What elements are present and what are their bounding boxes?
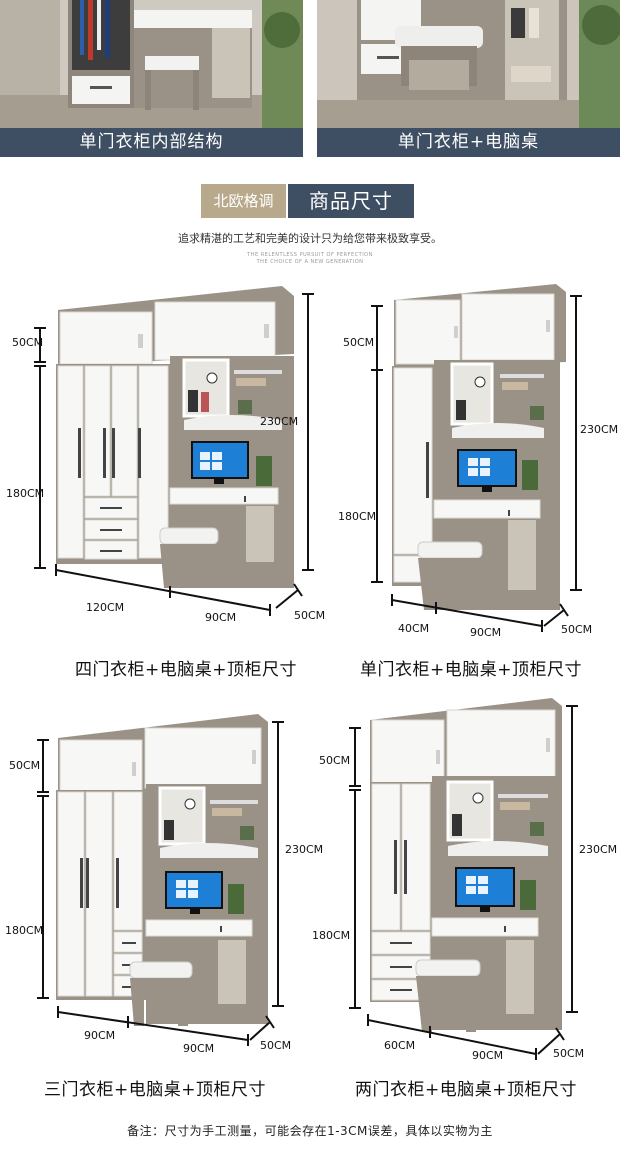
style-tag: 北欧格调 bbox=[201, 184, 286, 218]
dim-depth-1: 50CM bbox=[294, 609, 326, 622]
dim-total-height-4: 230CM bbox=[579, 843, 618, 856]
dim-desk-width-4: 90CM bbox=[472, 1049, 504, 1062]
dim-depth-3: 50CM bbox=[260, 1039, 292, 1052]
english-tagline-2: THE CHOICE OF A NEW GENERATION bbox=[256, 259, 364, 265]
photo-wardrobe-desk bbox=[317, 0, 620, 128]
dim-body-height-4: 180CM bbox=[312, 929, 351, 942]
dim-top-height-1: 50CM bbox=[12, 336, 44, 349]
dim-top-height-4: 50CM bbox=[319, 754, 351, 767]
dim-desk-width-2: 90CM bbox=[470, 626, 502, 639]
dim-depth-2: 50CM bbox=[561, 623, 593, 636]
dim-top-height-3: 50CM bbox=[9, 759, 41, 772]
dim-top-height-2: 50CM bbox=[343, 336, 375, 349]
dim-body-height-2: 180CM bbox=[338, 510, 377, 523]
dim-wardrobe-width-2: 40CM bbox=[398, 622, 430, 635]
dim-wardrobe-width-4: 60CM bbox=[384, 1039, 416, 1052]
dim-wardrobe-width-1: 120CM bbox=[86, 601, 125, 614]
product-title-three-door: 三门衣柜+电脑桌+顶柜尺寸 bbox=[44, 1080, 266, 1100]
section-subtitle: 追求精湛的工艺和完美的设计只为给您带来极致享受。 bbox=[178, 232, 442, 245]
section-title: 商品尺寸 bbox=[288, 184, 414, 218]
measurement-note: 备注：尺寸为手工测量，可能会存在1-3CM误差，具体以实物为主 bbox=[127, 1124, 493, 1138]
caption-wardrobe-desk: 单门衣柜+电脑桌 bbox=[317, 128, 620, 157]
dim-total-height-3: 230CM bbox=[285, 843, 324, 856]
caption-wardrobe-interior: 单门衣柜内部结构 bbox=[0, 128, 303, 157]
dim-body-height-1: 180CM bbox=[6, 487, 45, 500]
dim-desk-width-1: 90CM bbox=[205, 611, 237, 624]
english-tagline-1: THE RELENTLESS PURSUIT OF PERFECTION bbox=[247, 252, 373, 258]
dim-depth-4: 50CM bbox=[553, 1047, 585, 1060]
product-title-single-door: 单门衣柜+电脑桌+顶柜尺寸 bbox=[360, 660, 582, 680]
dim-body-height-3: 180CM bbox=[5, 924, 44, 937]
diagram-three-door bbox=[37, 714, 284, 1046]
diagram-two-door bbox=[349, 698, 578, 1060]
dim-total-height-1: 230CM bbox=[260, 415, 299, 428]
diagram-single-door bbox=[371, 284, 582, 632]
dim-total-height-2: 230CM bbox=[580, 423, 619, 436]
product-title-two-door: 两门衣柜+电脑桌+顶柜尺寸 bbox=[355, 1080, 577, 1100]
product-title-four-door: 四门衣柜+电脑桌+顶柜尺寸 bbox=[75, 660, 297, 680]
diagram-four-door bbox=[34, 286, 314, 616]
photo-wardrobe-interior bbox=[0, 0, 303, 128]
dim-desk-width-3: 90CM bbox=[183, 1042, 215, 1055]
dim-wardrobe-width-3: 90CM bbox=[84, 1029, 116, 1042]
